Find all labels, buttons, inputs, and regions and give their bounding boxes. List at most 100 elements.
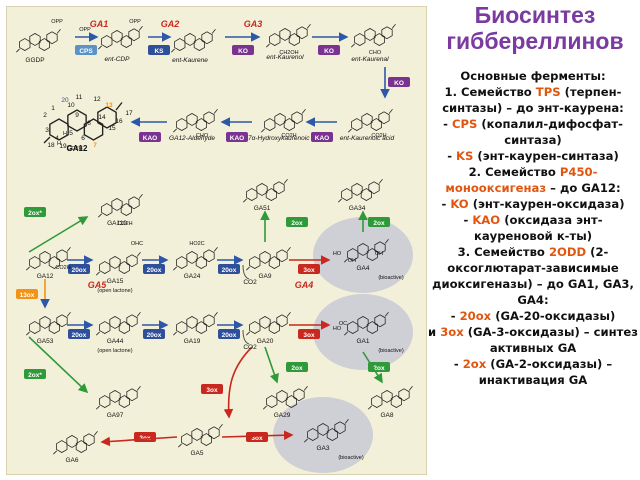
ring	[273, 181, 285, 195]
arrow-ga12-ga110	[28, 216, 89, 253]
ring	[269, 33, 281, 46]
enzyme-text: (2-оксоглютарат-зависимые диоксигеназы) …	[432, 245, 634, 307]
compound-label: ent-Kaurenol	[266, 54, 304, 61]
atom-number: 14	[98, 114, 106, 121]
badge-20ox-5: 20ox	[147, 332, 162, 339]
molecule-ga44	[96, 312, 141, 336]
ring	[29, 33, 41, 46]
compound-label: GA3	[316, 445, 329, 452]
compound-label: GA110	[107, 220, 127, 227]
arrow-ga53-ga97	[28, 336, 89, 394]
molecule-ga51	[243, 179, 288, 203]
ring	[126, 314, 138, 328]
atom-number: 10	[67, 102, 75, 109]
co2-label: CO2	[243, 279, 257, 286]
ring	[249, 256, 261, 269]
ring	[256, 183, 268, 196]
bond	[348, 109, 393, 133]
enzyme-line: - 20ox (GA-20-оксидазы)	[428, 308, 638, 324]
arrow-ga20-ga29	[264, 346, 279, 384]
compound-label: GGDP	[25, 57, 44, 64]
bond	[263, 386, 308, 410]
ring	[184, 33, 196, 46]
badge-2ox-4: 2ox	[373, 365, 385, 372]
ring	[351, 118, 363, 131]
ring	[283, 118, 295, 131]
ring	[201, 31, 213, 45]
ring	[186, 113, 198, 126]
compound-label: GA12	[37, 273, 54, 280]
badge-ko1: KO	[238, 48, 248, 55]
molecule-ent-kaurenal	[351, 24, 396, 48]
badge-3ox-3: 3ox	[206, 387, 218, 394]
ring	[366, 321, 378, 334]
enzyme-text: (терпен-синтазы) – до энт-каурена:	[442, 85, 624, 115]
atom-number: 18	[47, 142, 55, 149]
badge-13ox: 13ox	[20, 292, 35, 299]
enzyme-text: -	[447, 149, 457, 163]
molecule-ga1	[344, 312, 389, 336]
bond	[53, 431, 98, 455]
ring	[101, 203, 113, 216]
ring	[378, 111, 390, 125]
bond	[43, 102, 123, 144]
ring	[357, 243, 369, 256]
bond	[171, 29, 216, 53]
ring	[56, 440, 68, 453]
ring	[276, 314, 288, 328]
chemical-group: H	[63, 131, 67, 137]
enzyme-line: - KAO (оксидаза энт-кауреновой к-ты)	[428, 212, 638, 244]
badge-3ox-3-bg	[201, 384, 223, 394]
enzyme-abbrev: 2ox	[462, 357, 487, 371]
compound-label: GA15	[107, 278, 124, 285]
arrow-ga5-ga6	[100, 436, 178, 447]
badge-kao3-bg	[139, 132, 161, 142]
atom-number: 6	[81, 135, 85, 142]
enzyme-text: (GA-3-оксидазы) – синтез активных GA	[463, 325, 638, 355]
compound-note: (bioactive)	[378, 275, 404, 281]
badge-2ox-star-1-bg	[24, 207, 46, 217]
ring	[274, 113, 286, 126]
ring	[246, 188, 258, 201]
chemical-group: HO	[333, 326, 342, 332]
ring	[374, 241, 386, 255]
ring	[128, 196, 140, 210]
ring	[334, 421, 346, 435]
ring	[120, 203, 132, 216]
molecule-ent-kaurenol	[266, 24, 311, 48]
ring	[374, 314, 386, 328]
page-title: Биосинтез гиббереллинов	[446, 2, 624, 54]
enzyme-text: -	[453, 357, 463, 371]
ring	[38, 38, 50, 51]
bond	[26, 312, 71, 336]
badge-20ox-3: 20ox	[222, 267, 237, 274]
badge-3ox-1: 3ox	[303, 267, 315, 274]
bond	[173, 247, 218, 271]
enzyme-abbrev: KO	[450, 197, 469, 211]
gene-label-ga3: GA3	[244, 19, 263, 29]
badge-2ox-3-bg	[286, 362, 308, 372]
ring	[259, 251, 271, 264]
chemical-group: HO2C	[189, 241, 204, 247]
bond	[261, 109, 306, 133]
ring	[371, 395, 383, 408]
ring	[126, 254, 138, 268]
gene-label-ga4: GA4	[295, 280, 314, 290]
chemical-group: CO2H	[55, 265, 70, 271]
co2-label: CO2	[243, 344, 257, 351]
bond	[246, 247, 291, 271]
badge-ko1-bg	[232, 45, 254, 55]
ring	[56, 249, 68, 263]
ring	[195, 321, 207, 334]
bond	[338, 179, 383, 203]
atom-number: 9	[75, 112, 79, 119]
bond	[96, 386, 141, 410]
badge-20ox-1-bg	[68, 264, 90, 274]
atom-number: 19	[59, 143, 67, 150]
compound-note: (open lactone)	[97, 348, 132, 354]
atom-number: 3	[45, 127, 49, 134]
chemical-group: OC	[339, 321, 347, 327]
compound-label: ent-7α-Hydroxykaurenoic acid	[237, 135, 324, 142]
